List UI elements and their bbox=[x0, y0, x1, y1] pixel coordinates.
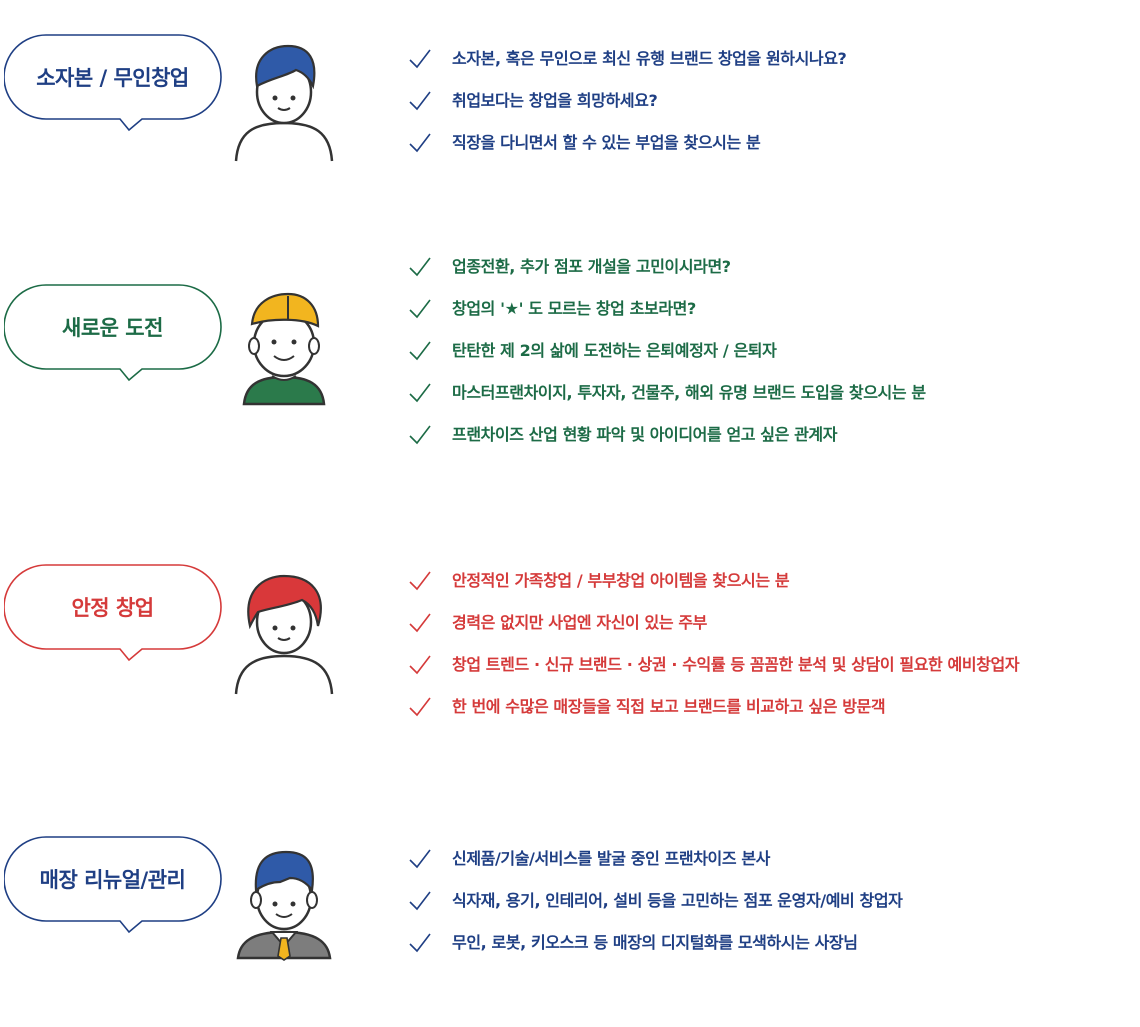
section-label: 매장 리뉴얼/관리 bbox=[39, 868, 186, 892]
speech-bubble-icon bbox=[4, 34, 222, 132]
list-item: 식자재, 용기, 인테리어, 설비 등을 고민하는 점포 운영자/예비 창업자 bbox=[408, 888, 903, 930]
checkmark-icon bbox=[409, 49, 431, 69]
list-item: 무인, 로봇, 키오스크 등 매장의 디지털화를 모색하시는 사장님 bbox=[408, 930, 902, 972]
item-list: 소자본, 혹은 무인으로 최신 유행 브랜드 창업을 원하시나요? 취업보다는 … bbox=[408, 46, 847, 172]
checkmark-icon bbox=[409, 383, 431, 403]
item-list: 업종전환, 추가 점포 개설을 고민이시라면? 창업의 '★' 도 모르는 창업… bbox=[408, 254, 926, 464]
list-item: 취업보다는 창업을 희망하세요? bbox=[408, 88, 846, 130]
checkmark-icon bbox=[409, 133, 431, 153]
checkmark-icon bbox=[409, 341, 431, 361]
person-suit-tie-icon bbox=[236, 850, 332, 961]
list-item: 업종전환, 추가 점포 개설을 고민이시라면? bbox=[408, 254, 926, 296]
person-red-hair-icon bbox=[234, 574, 334, 695]
section-label: 새로운 도전 bbox=[62, 316, 163, 340]
person-yellow-cap-icon bbox=[242, 292, 326, 406]
speech-bubble-icon bbox=[4, 284, 222, 382]
speech-bubble-icon bbox=[4, 564, 222, 662]
section-label: 소자본 / 무인창업 bbox=[36, 66, 189, 90]
checkmark-icon bbox=[409, 849, 431, 869]
list-item: 창업 트렌드 · 신규 브랜드 · 상권 · 수익률 등 꼼꼼한 분석 및 상담… bbox=[408, 652, 1020, 694]
checkmark-icon bbox=[409, 933, 431, 953]
checkmark-icon bbox=[409, 697, 431, 717]
person-blue-hair-icon bbox=[234, 44, 334, 162]
section-store-renewal: 매장 리뉴얼/관리 신제품/기술/서비스를 발굴 중인 프랜차이즈 본사 식자재… bbox=[0, 820, 1140, 1020]
checkmark-icon bbox=[409, 91, 431, 111]
checkmark-icon bbox=[409, 299, 431, 319]
list-item: 신제품/기술/서비스를 발굴 중인 프랜차이즈 본사 bbox=[408, 846, 902, 888]
checkmark-icon bbox=[409, 571, 431, 591]
speech-bubble-icon bbox=[4, 836, 222, 934]
checkmark-icon bbox=[409, 257, 431, 277]
item-list: 신제품/기술/서비스를 발굴 중인 프랜차이즈 본사 식자재, 용기, 인테리어… bbox=[408, 846, 903, 972]
checkmark-icon bbox=[409, 655, 431, 675]
list-item: 프랜차이즈 산업 현황 파악 및 아이디어를 얻고 싶은 관계자 bbox=[408, 422, 926, 464]
checkmark-icon bbox=[409, 891, 431, 911]
section-new-challenge: 새로운 도전 업종전환, 추가 점포 개설을 고민이시라면? 창업의 '★' 도… bbox=[0, 240, 1140, 500]
section-small-capital: 소자본 / 무인창업 소자본, 혹은 무인으로 최신 유행 브랜드 창업을 원하… bbox=[0, 0, 1140, 190]
list-item: 경력은 없지만 사업엔 자신이 있는 주부 bbox=[408, 610, 1019, 652]
section-label: 안정 창업 bbox=[71, 596, 154, 620]
list-item: 직장을 다니면서 할 수 있는 부업을 찾으시는 분 bbox=[408, 130, 846, 172]
list-item: 소자본, 혹은 무인으로 최신 유행 브랜드 창업을 원하시나요? bbox=[408, 46, 847, 88]
checkmark-icon bbox=[409, 613, 431, 633]
list-item: 창업의 '★' 도 모르는 창업 초보라면? bbox=[408, 296, 926, 338]
section-stable-startup: 안정 창업 안정적인 가족창업 / 부부창업 아이템을 찾으시는 분 경력은 없… bbox=[0, 550, 1140, 770]
list-item: 탄탄한 제 2의 삶에 도전하는 은퇴예정자 / 은퇴자 bbox=[408, 338, 926, 380]
list-item: 안정적인 가족창업 / 부부창업 아이템을 찾으시는 분 bbox=[408, 568, 1019, 610]
checkmark-icon bbox=[409, 425, 431, 445]
item-list: 안정적인 가족창업 / 부부창업 아이템을 찾으시는 분 경력은 없지만 사업엔… bbox=[408, 568, 1020, 736]
list-item: 마스터프랜차이지, 투자자, 건물주, 해외 유명 브랜드 도입을 찾으시는 분 bbox=[408, 380, 926, 422]
list-item: 한 번에 수많은 매장들을 직접 보고 브랜드를 비교하고 싶은 방문객 bbox=[408, 694, 1019, 736]
